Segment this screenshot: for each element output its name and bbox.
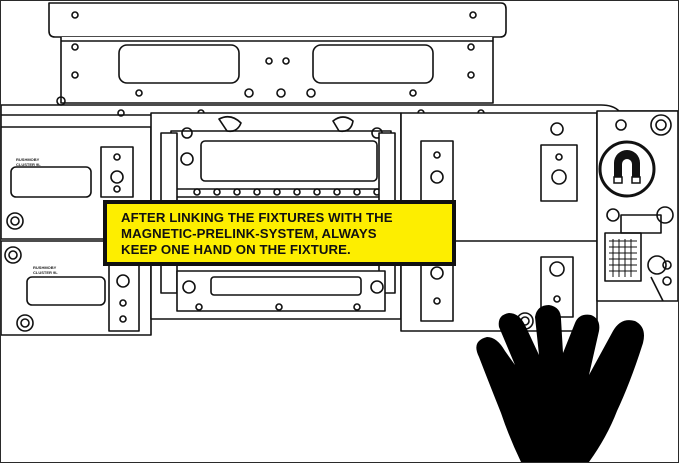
warning-line-1: AFTER LINKING THE FIXTURES WITH THE — [121, 210, 393, 225]
fixture-label-line1: RUSHMOBY — [16, 157, 40, 162]
fixture-label-line2-lower: CLUSTER 9L — [33, 270, 58, 275]
fixture-label-line2: CLUSTER 9L — [16, 162, 41, 167]
fixture-label-line1-lower: RUSHMOBY — [33, 265, 57, 270]
warning-line-2: MAGNETIC-PRELINK-SYSTEM, ALWAYS — [121, 226, 377, 241]
top-rigging-bar — [48, 2, 507, 104]
warning-callout: AFTER LINKING THE FIXTURES WITH THE MAGN… — [103, 200, 456, 266]
magnet-icon — [598, 140, 656, 198]
hand-icon — [476, 305, 644, 462]
side-mechanism — [596, 110, 678, 302]
warning-line-3: KEEP ONE HAND ON THE FIXTURE. — [121, 242, 351, 257]
